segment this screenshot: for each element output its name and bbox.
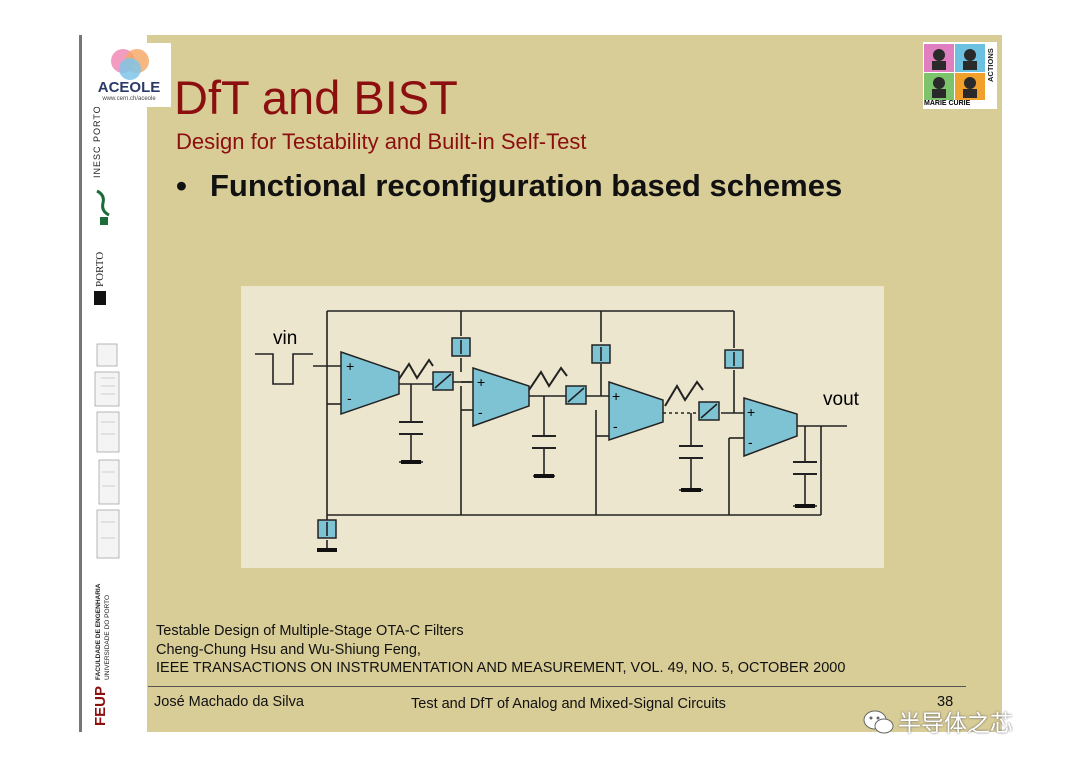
circuit-diagram: vin vout + - + - + - + - — [241, 286, 884, 568]
uporto-logo-text: PORTO — [94, 251, 106, 287]
reference-title: Testable Design of Multiple-Stage OTA-C … — [156, 623, 464, 639]
marie-curie-logo: MARIE CURIE ACTIONS — [923, 42, 997, 109]
feup-logo-abbr: FEUP — [92, 685, 109, 726]
vin-label: vin — [273, 328, 298, 349]
circuit-svg — [255, 310, 847, 552]
inesc-logo-mark — [94, 185, 112, 225]
uporto-logo: PORTO — [94, 243, 108, 307]
feup-logo-line1: FACULDADE DE ENGENHARIA — [95, 583, 102, 680]
aceole-logo: ACEOLE www.cern.ch/aceole — [87, 43, 171, 107]
ota-2-minus: - — [478, 404, 483, 420]
aceole-logo-url: www.cern.ch/aceole — [102, 96, 156, 102]
marie-curie-text: MARIE CURIE — [924, 100, 971, 107]
sidebar-divider — [79, 35, 82, 732]
vout-label: vout — [823, 389, 859, 410]
slide-title: DfT and BIST — [174, 71, 458, 124]
ota-4-minus: - — [748, 434, 753, 450]
watermark: 半导体之芯 — [862, 704, 1013, 742]
aceole-logo-name: ACEOLE — [97, 79, 161, 96]
feup-logo-line2: UNIVERSIDADE DO PORTO — [104, 595, 111, 680]
feup-building-image — [93, 342, 125, 562]
input-pulse — [255, 353, 313, 385]
reference-authors: Cheng-Chung Hsu and Wu-Shiung Feng, — [156, 642, 421, 658]
ota-1-plus: + — [346, 358, 355, 374]
footer-course: Test and DfT of Analog and Mixed-Signal … — [411, 696, 726, 712]
footer-author: José Machado da Silva — [154, 694, 304, 710]
slide-subtitle: Design for Testability and Built-in Self… — [176, 129, 587, 154]
ota-2-plus: + — [477, 374, 486, 390]
ota-4-plus: + — [747, 404, 756, 420]
ota-3-plus: + — [612, 388, 621, 404]
page-number: 38 — [937, 694, 954, 710]
actions-text: ACTIONS — [986, 48, 995, 82]
reference-journal: IEEE TRANSACTIONS ON INSTRUMENTATION AND… — [156, 660, 846, 676]
footer-divider — [148, 686, 966, 687]
bullet-marker: • — [176, 168, 187, 203]
watermark-text: 半导体之芯 — [898, 711, 1013, 737]
inesc-logo-text: INESC PORTO — [92, 105, 102, 178]
ota-3-minus: - — [613, 418, 618, 434]
bullet-item: • Functional reconfiguration based scheme… — [176, 168, 842, 204]
bullet-text: Functional reconfiguration based schemes — [210, 168, 843, 203]
wechat-icon — [862, 708, 898, 742]
ota-1-minus: - — [347, 390, 352, 406]
